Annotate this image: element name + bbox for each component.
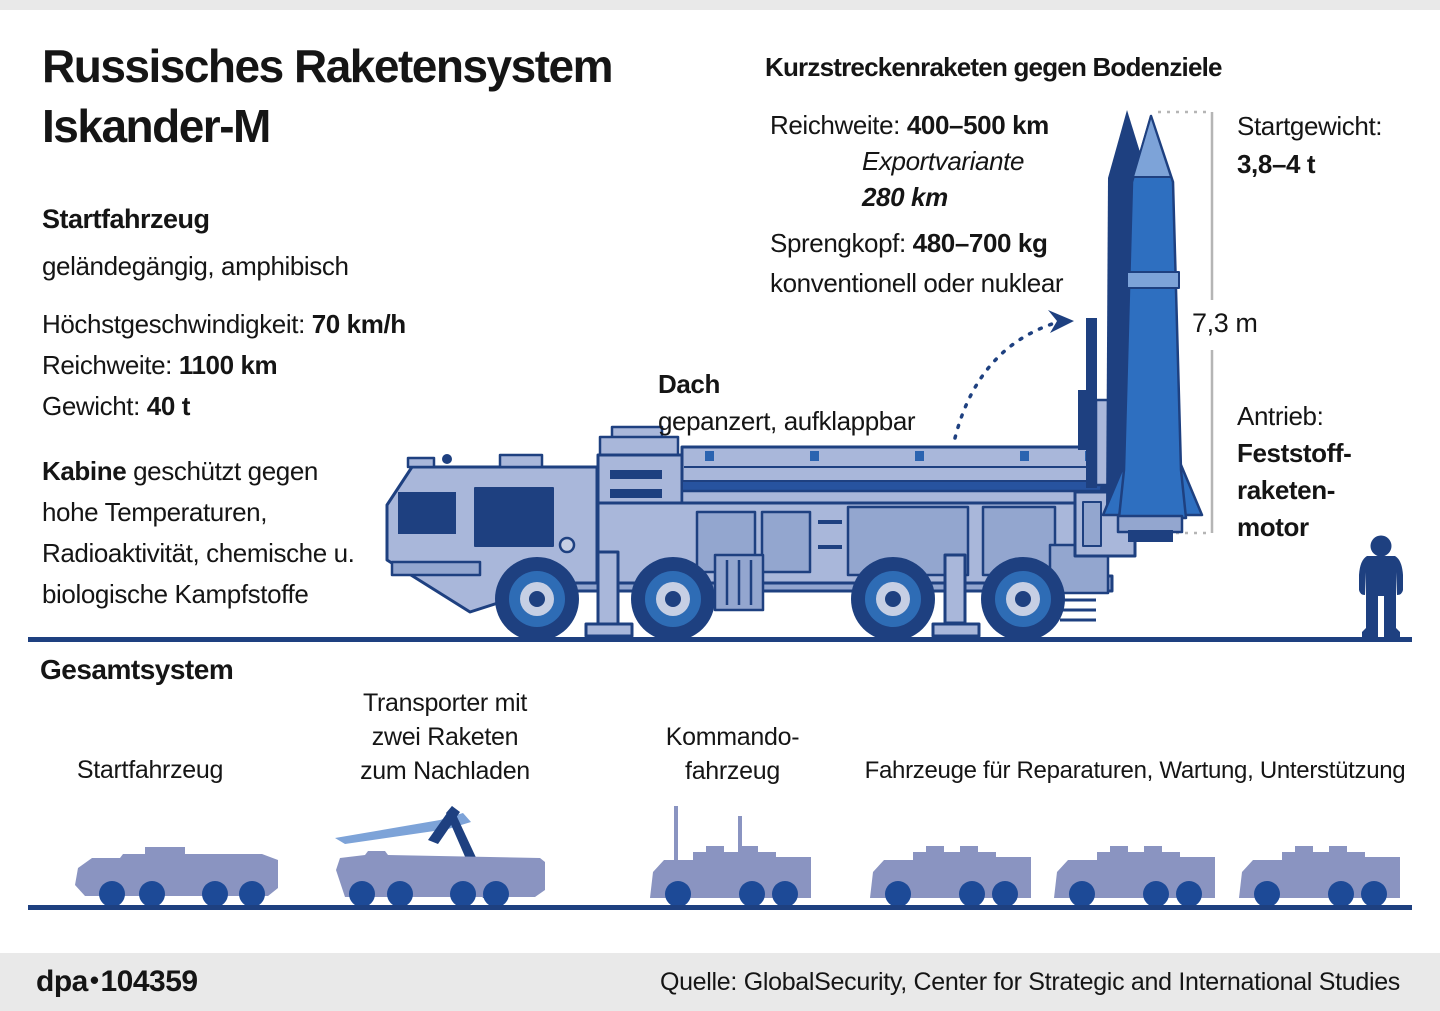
missile-range: Reichweite: 400–500 km <box>770 110 1049 140</box>
ground-line <box>28 637 1412 642</box>
missile-propulsion: Antrieb: Feststoff- raketen- motor <box>1237 401 1352 542</box>
fleet-support-truck-2 <box>1054 846 1215 907</box>
fleet-support-truck-3 <box>1239 846 1400 907</box>
missile-length: 7,3 m <box>1192 308 1258 338</box>
wheel-icon <box>495 557 1065 641</box>
launch-vehicle-heading: Startfahrzeug <box>42 204 210 234</box>
fleet-label-command: Kommando- fahrzeug <box>665 723 800 785</box>
cabin-note: Kabine geschützt gegen hohe Temperaturen… <box>42 451 355 615</box>
erected-missiles-illustration <box>1073 110 1204 558</box>
fleet-label-transporter: Transporter mit zwei Raketen zum Nachlad… <box>360 689 530 785</box>
soldier-figure <box>1359 535 1403 637</box>
page-title-line2: Iskander-M <box>42 100 271 152</box>
dpa-logo: dpa <box>36 965 88 998</box>
top-border-strip <box>0 0 1440 10</box>
fleet-support-truck-1 <box>870 846 1031 907</box>
main-illustration <box>28 110 1412 642</box>
missile-export-range: 280 km <box>862 182 948 212</box>
fleet-command-silhouette <box>650 806 811 907</box>
fleet-illustration <box>28 806 1412 910</box>
erect-arrow-icon <box>953 310 1074 440</box>
missile-warhead: Sprengkopf: 480–700 kg <box>770 228 1048 258</box>
page-title-line1: Russisches Raketensystem <box>42 40 614 92</box>
spec-range: Reichweite: 1100 km <box>42 350 278 380</box>
credit-id: 104359 <box>100 965 198 998</box>
spec-speed: Höchstgeschwindigkeit: 70 km/h <box>42 309 406 339</box>
page-title: Russisches Raketensystem Iskander-M <box>42 36 614 156</box>
credit-badge: dpa•104359 <box>36 965 198 999</box>
roof-label: Dach gepanzert, aufklappbar <box>658 369 916 436</box>
fleet-label-launcher: Startfahrzeug <box>76 756 224 784</box>
fleet-transporter-silhouette <box>335 806 545 907</box>
cabin-line1: Kabine geschützt gegen <box>42 456 318 486</box>
missile-launch-weight: Startgewicht: 3,8–4 t <box>1237 111 1383 179</box>
footer-bar: dpa•104359 Quelle: GlobalSecurity, Cente… <box>0 953 1440 1011</box>
system-heading: Gesamtsystem <box>40 654 234 685</box>
fleet-launcher-silhouette <box>75 847 278 907</box>
launch-vehicle-subheading: geländegängig, amphibisch <box>42 251 349 281</box>
missile-warhead-note: konventionell oder nuklear <box>770 268 1064 298</box>
measurement-line <box>1158 110 1214 535</box>
launcher-truck-illustration <box>385 425 1114 641</box>
missile-export-variant: Exportvariante <box>862 146 1025 176</box>
source-line: Quelle: GlobalSecurity, Center for Strat… <box>659 967 1400 996</box>
launch-vehicle-specs: Höchstgeschwindigkeit: 70 km/h Reichweit… <box>42 304 406 427</box>
credit-separator: • <box>89 965 99 995</box>
fleet-label-support: Fahrzeuge für Reparaturen, Wartung, Unte… <box>864 757 1406 784</box>
spec-weight: Gewicht: 40 t <box>42 391 190 421</box>
fleet-ground-line <box>28 905 1412 910</box>
missile-section-heading: Kurzstreckenraketen gegen Bodenziele <box>765 52 1223 82</box>
